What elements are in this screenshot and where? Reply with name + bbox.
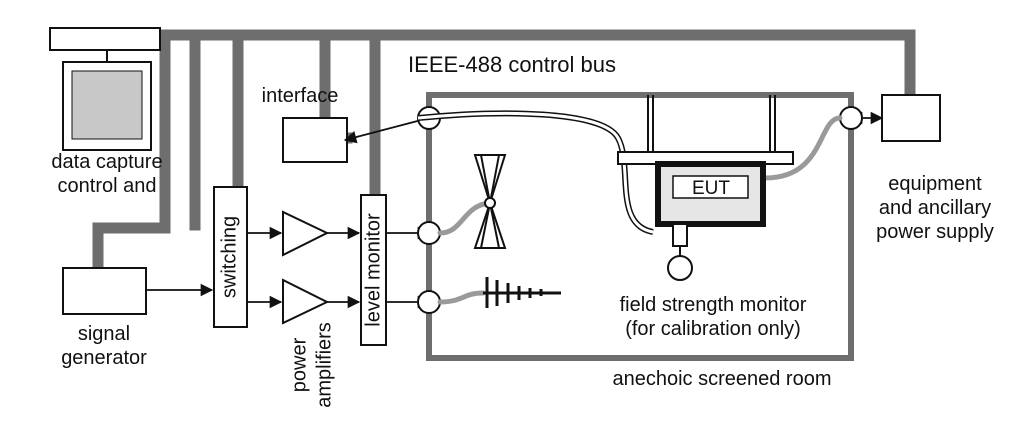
signal-lines — [146, 111, 884, 309]
connector-upper — [417, 221, 441, 245]
eut-label: EUT — [692, 178, 730, 199]
power-supply-box — [881, 94, 941, 142]
switching-label: switching — [218, 216, 240, 298]
level-monitor-box — [360, 194, 387, 346]
amplifier-upper — [282, 210, 330, 257]
biconical-antenna — [473, 154, 507, 249]
generator-label-1: signal — [78, 323, 130, 345]
field-monitor-label-2: (for calibration only) — [625, 318, 801, 340]
control-bus — [92, 29, 916, 278]
amplifier-lower — [282, 278, 330, 325]
eut-inner — [672, 175, 749, 199]
signal-generator-box — [62, 267, 147, 315]
amplifiers-label-1: power — [288, 337, 310, 392]
labels: IEEE-488 control bus interface data capt… — [51, 52, 994, 408]
level-monitor-label: level monitor — [362, 213, 384, 327]
eut-table — [617, 95, 794, 165]
capture-label-1: data capture — [51, 151, 162, 173]
capture-label-2: control and — [58, 175, 157, 197]
connector-power — [839, 106, 863, 130]
probe-cable — [417, 110, 654, 235]
computer-screen — [71, 70, 143, 140]
connectors — [417, 106, 863, 314]
grey-cables — [437, 115, 843, 305]
interface-label: interface — [262, 85, 339, 107]
boxes — [49, 27, 941, 346]
field-probe — [667, 223, 693, 281]
power-supply-label-1: equipment — [888, 173, 982, 195]
switching-box — [213, 186, 248, 328]
connector-lower — [417, 290, 441, 314]
interface-box — [282, 117, 348, 163]
power-amplifiers — [282, 210, 330, 325]
room-label: anechoic screened room — [612, 368, 831, 390]
mirrored-layer — [49, 27, 941, 361]
field-monitor-label-1: field strength monitor — [620, 294, 807, 316]
computer-keyboard — [49, 27, 161, 51]
generator-label-2: generator — [61, 347, 147, 369]
power-supply-label-2: and ancillary — [879, 197, 991, 219]
amplifiers-label-2: amplifiers — [313, 322, 335, 408]
power-supply-label-3: power supply — [876, 221, 994, 243]
bus-label: IEEE-488 control bus — [408, 52, 616, 77]
log-periodic-antenna — [483, 277, 561, 308]
